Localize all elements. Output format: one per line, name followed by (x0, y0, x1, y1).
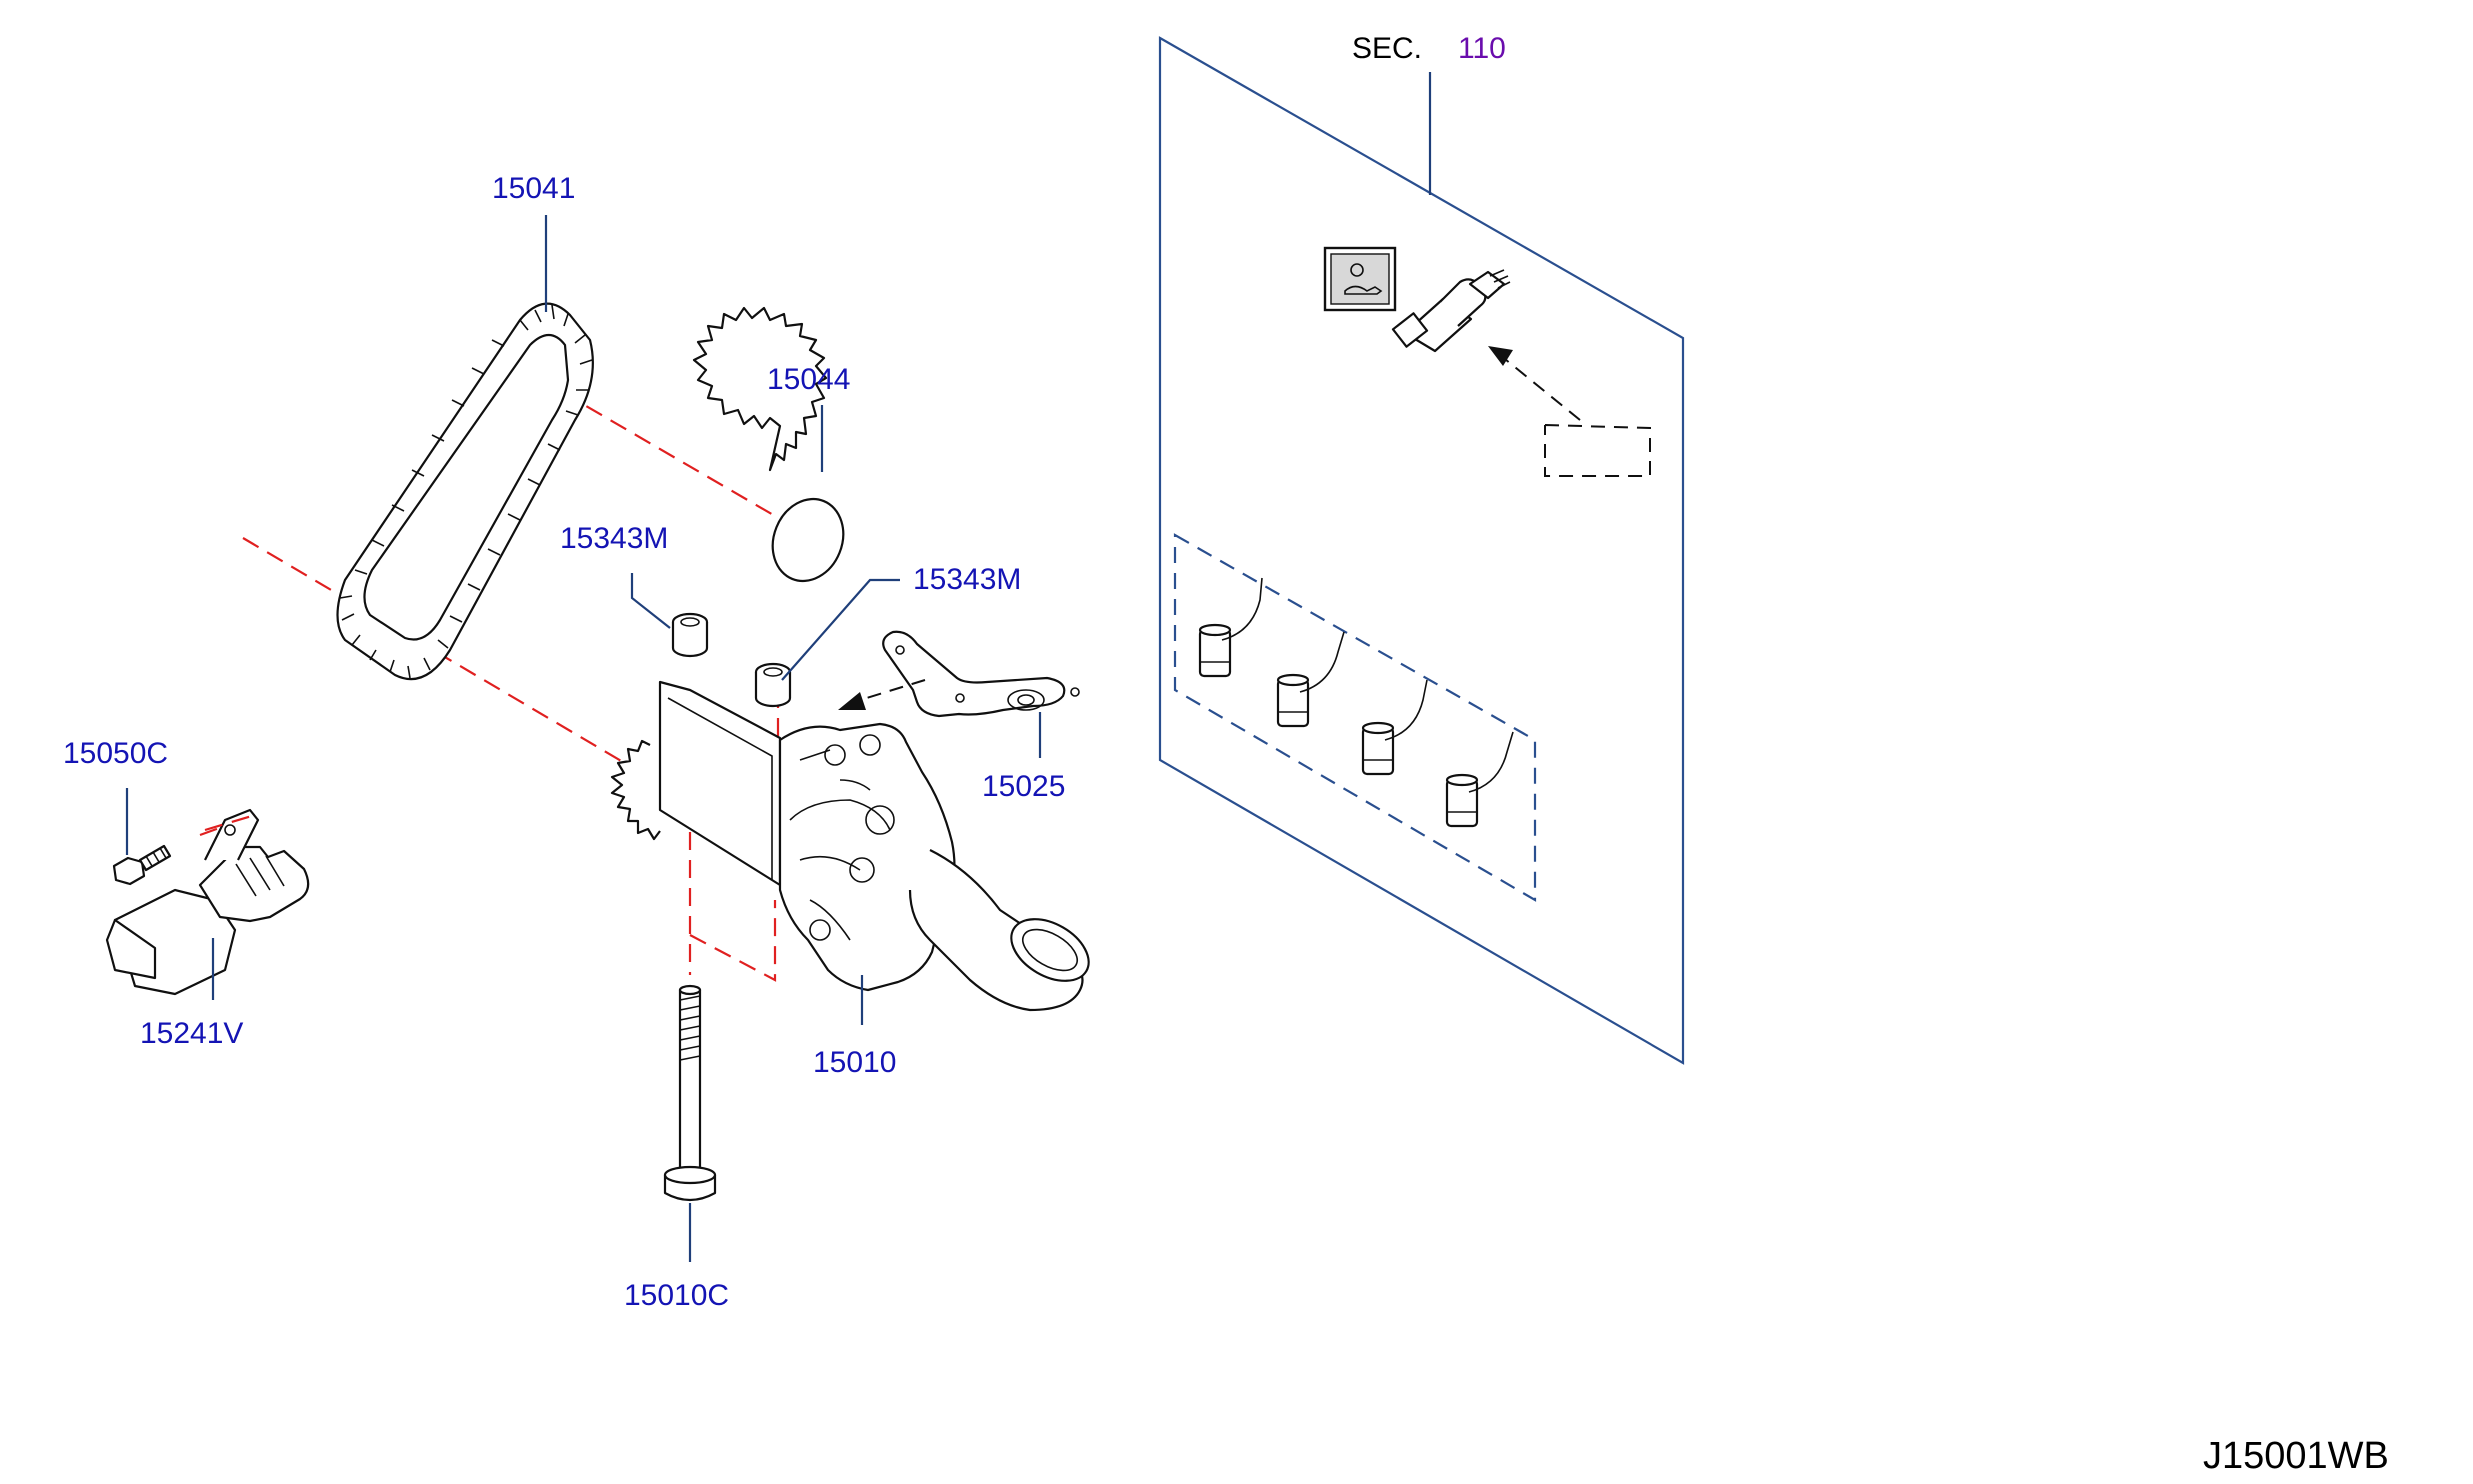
solenoid-bolt (112, 844, 172, 886)
callout-15044: 15044 (767, 363, 850, 396)
callout-15025: 15025 (982, 770, 1065, 803)
callout-15241v: 15241V (140, 1017, 243, 1050)
section-ref-prefix: SEC. (1352, 32, 1422, 65)
section-110-panel (1158, 36, 1685, 1065)
sprocket (692, 306, 845, 583)
callout-15050c: 15050C (63, 737, 168, 770)
bushing-left (671, 612, 709, 658)
oil-pressure-switch (1323, 246, 1511, 353)
oil-control-solenoid (105, 808, 310, 996)
callout-15041: 15041 (492, 172, 575, 205)
pump-bolt (663, 984, 717, 1202)
bushing-right (754, 662, 792, 708)
oil-pump (610, 680, 1090, 1012)
diagram-id: J15001WB (2203, 1435, 2389, 1477)
gasket (882, 630, 1080, 718)
section-ref-number[interactable]: 110 (1458, 32, 1506, 65)
callout-15343m-right: 15343M (913, 563, 1021, 596)
callout-15343m-left: 15343M (560, 522, 668, 555)
connector-pins (1198, 577, 1514, 828)
callout-15010: 15010 (813, 1046, 896, 1079)
timing-chain (336, 302, 594, 681)
callout-15010c: 15010C (624, 1279, 729, 1312)
